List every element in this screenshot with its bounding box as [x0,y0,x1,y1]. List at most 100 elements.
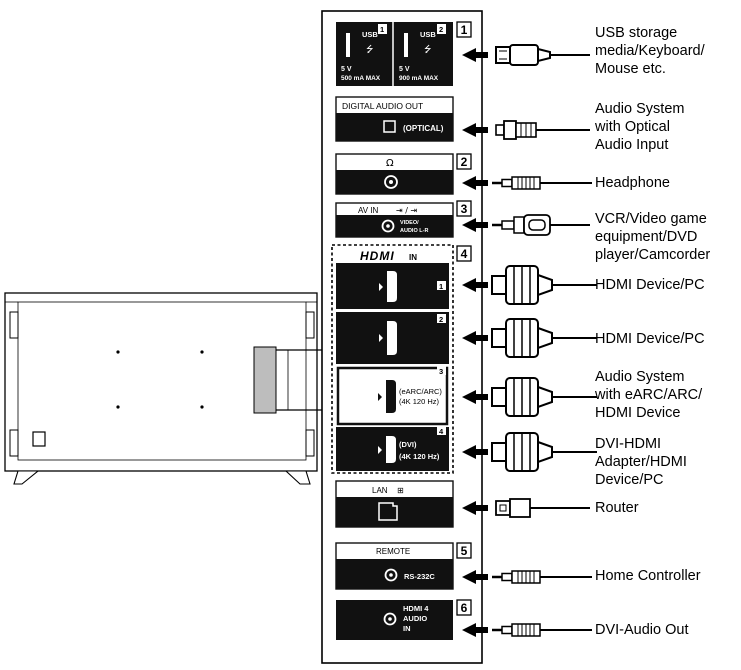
usb1-number: 1 [380,25,384,34]
usb1-label: USB [362,30,378,39]
usb2-icon: ⭍ [424,44,432,55]
device-av-line3: player/Camcorder [595,247,711,263]
av-in-title: AV IN [358,206,379,215]
device-optical-audio: Audio System with Optical Audio Input [595,100,684,154]
device-router-line1: Router [595,500,639,516]
device-optical-line3: Audio Input [595,137,669,153]
device-earc-line3: HDMI Device [595,405,681,421]
device-earc: Audio System with eARC/ARC/ HDMI Device [595,368,702,422]
device-usb-line1: USB storage [595,25,678,41]
device-dvi-audio-line1: DVI-Audio Out [595,622,689,638]
headphone-cable [490,175,594,191]
device-hdmi1: HDMI Device/PC [595,276,705,294]
hdmi4-cable [491,432,598,472]
device-usb-line2: media/Keyboard/ [595,43,705,59]
rs232c-label: RS-232C [404,572,435,581]
audio-in-cable [490,622,594,638]
digital-audio-title: DIGITAL AUDIO OUT [342,101,423,111]
device-usb-line3: Mouse etc. [595,61,666,77]
device-optical-line2: with Optical [595,119,670,135]
device-home-controller-line1: Home Controller [595,568,701,584]
remote-port [335,542,454,590]
device-hdmi2-line1: HDMI Device/PC [595,331,705,347]
device-dvi-line3: Device/PC [595,472,664,488]
hdmi1-number: 1 [439,282,443,291]
lan-cable [495,498,590,518]
lan-port [335,480,454,528]
callout-1-number: 1 [461,23,468,37]
callout-6-number: 6 [461,601,468,615]
hdmi2-number: 2 [439,315,443,324]
callout-2-number: 2 [461,155,468,169]
hdmi2-cable [491,318,598,358]
usb-cable [495,44,590,66]
device-headphone: Headphone [595,174,670,192]
usb1-current: 500 mA MAX [341,75,381,82]
callout-4 [456,245,472,262]
hdmi-logo: HDMI [360,249,395,263]
callout-2 [456,153,472,170]
optical-cable [495,120,590,140]
hdmi4-4k-label: (4K 120 Hz) [399,452,440,461]
device-optical-line1: Audio System [595,101,685,117]
device-router: Router [595,499,639,517]
callout-6 [456,599,472,616]
hdmi-in-label: IN [409,253,417,262]
device-usb: USB storage media/Keyboard/ Mouse etc. [595,24,705,78]
device-dvi-line2: Adapter/HDMI [595,454,687,470]
hdmi-in-ports [331,244,454,474]
usb2-voltage: 5 V [399,66,410,73]
device-av-line1: VCR/Video game [595,211,707,227]
device-av: VCR/Video game equipment/DVD player/Camc… [595,210,710,264]
hdmi3-4k-label: (4K 120 Hz) [399,397,440,406]
usb2-number: 2 [439,25,443,34]
tv-rear-illustration [4,292,322,485]
device-earc-line2: with eARC/ARC/ [595,387,703,403]
input-arrow-icon: ⇥ / ⇥ [396,206,417,215]
device-earc-line1: Audio System [595,369,685,385]
hdmi3-cable [491,377,598,417]
headphone-port [335,153,454,195]
usb2-label: USB [420,30,436,39]
hdmi4-dvi-label: (DVI) [399,440,417,449]
usb2-current: 900 mA MAX [399,75,439,82]
hdmi4-audio-in-port [336,600,453,640]
av-in-port [335,202,454,238]
device-hdmi2: HDMI Device/PC [595,330,705,348]
usb1-voltage: 5 V [341,66,352,73]
device-dvi-line1: DVI-HDMI [595,436,662,452]
hdmi4-audio-line1: HDMI 4 [403,604,429,613]
digital-audio-out-port [335,96,454,142]
callout-4-number: 4 [461,247,468,261]
hdmi1-cable [491,265,598,305]
device-hdmi1-line1: HDMI Device/PC [595,277,705,293]
hdmi3-earc-label: (eARC/ARC) [399,387,442,396]
callout-1 [456,21,472,38]
device-headphone-line1: Headphone [595,175,670,191]
av-cable [492,214,590,236]
device-home-controller: Home Controller [595,567,701,585]
hdmi4-number: 4 [439,427,444,436]
usb1-icon: ⭍ [366,44,374,55]
lan-title: LAN [372,486,388,495]
network-icon: ⊞ [397,486,404,495]
callout-5 [456,542,472,559]
av-in-video: VIDEO/ [400,220,419,226]
device-dvi-audio-out: DVI-Audio Out [595,621,689,639]
device-av-line2: equipment/DVD [595,229,698,245]
usb-ports [336,22,453,86]
callout-3 [456,200,472,217]
headphone-icon: Ω [386,158,394,169]
device-dvi-hdmi: DVI-HDMI Adapter/HDMI Device/PC [595,435,687,489]
optical-label: (OPTICAL) [403,124,444,133]
hdmi4-audio-line2: AUDIO [403,614,427,623]
callout-5-number: 5 [461,544,468,558]
remote-cable [490,569,594,585]
callout-3-number: 3 [461,202,468,216]
hdmi3-number: 3 [439,367,443,376]
remote-title: REMOTE [376,547,410,556]
av-in-audio: AUDIO L-R [400,228,428,234]
hdmi4-audio-line3: IN [403,624,411,633]
